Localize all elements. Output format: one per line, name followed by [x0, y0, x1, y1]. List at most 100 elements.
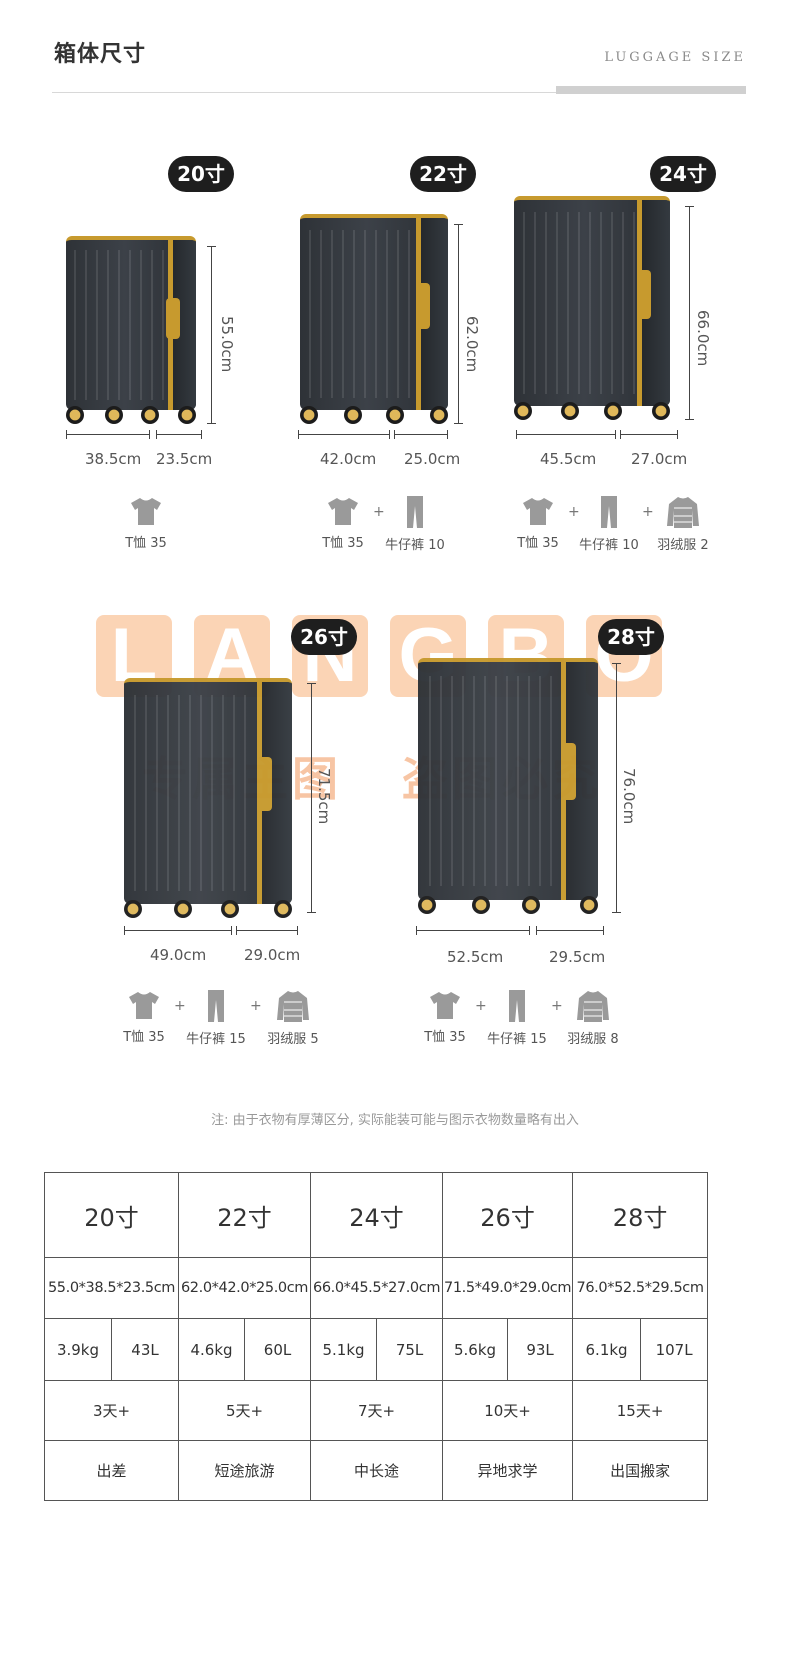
size-cell: 22寸 — [178, 1172, 312, 1258]
clothing-label: 羽绒服 5 — [267, 1032, 319, 1047]
tshirt-icon — [430, 992, 460, 1019]
plus-sign: + — [250, 998, 262, 1014]
volume-cell: 75L — [376, 1318, 444, 1381]
usage-cell: 异地求学 — [442, 1440, 574, 1501]
clothing-item-jeans-26: 牛仔裤 15 — [181, 990, 251, 1047]
volume-cell: 60L — [244, 1318, 312, 1381]
depth-dimension-20 — [156, 430, 202, 439]
clothing-item-tshirt-26: T恤 35 — [116, 990, 172, 1045]
depth-dimension-24 — [620, 430, 678, 439]
clothing-item-jeans-22: 牛仔裤 10 — [380, 496, 450, 553]
height-label-20: 55.0cm — [218, 316, 236, 373]
size-cell: 20寸 — [43, 1172, 180, 1258]
clothing-label: T恤 35 — [125, 536, 167, 551]
days-cell: 7天+ — [310, 1380, 444, 1441]
clothing-item-down-jacket-26: 羽绒服 5 — [260, 990, 326, 1047]
plus-sign: + — [174, 998, 186, 1014]
days-cell: 10天+ — [442, 1380, 574, 1441]
size-badge-26: 26寸 — [291, 619, 357, 655]
size-cell: 24寸 — [310, 1172, 444, 1258]
clothing-label: 牛仔裤 10 — [385, 538, 445, 553]
plus-sign: + — [642, 504, 654, 520]
days-cell: 3天+ — [43, 1380, 180, 1441]
height-dimension-28 — [612, 663, 621, 913]
volume-cell: 107L — [640, 1318, 709, 1381]
height-dimension-20 — [207, 246, 216, 424]
suitcase-image-28 — [418, 658, 598, 914]
volume-cell: 93L — [507, 1318, 574, 1381]
days-cell: 5天+ — [178, 1380, 312, 1441]
volume-cell: 43L — [110, 1318, 180, 1381]
days-cell: 15天+ — [572, 1380, 709, 1441]
tshirt-icon — [131, 498, 161, 525]
usage-cell: 出国搬家 — [572, 1440, 709, 1501]
size-badge-22: 22寸 — [410, 156, 476, 192]
width-label-24: 45.5cm — [540, 450, 597, 468]
clothing-label: T恤 35 — [424, 1030, 466, 1045]
size-badge-28: 28寸 — [598, 619, 664, 655]
width-label-26: 49.0cm — [150, 946, 207, 964]
jeans-icon — [407, 496, 423, 528]
plus-sign: + — [551, 998, 563, 1014]
depth-label-20: 23.5cm — [156, 450, 213, 468]
plus-sign: + — [568, 504, 580, 520]
clothing-label: T恤 35 — [123, 1030, 165, 1045]
table-row: 出差 短途旅游 中长途 异地求学 出国搬家 — [43, 1440, 709, 1501]
usage-cell: 出差 — [43, 1440, 180, 1501]
clothing-label: T恤 35 — [517, 536, 559, 551]
table-row: 55.0*38.5*23.5cm 62.0*42.0*25.0cm 66.0*4… — [43, 1257, 709, 1319]
plus-sign: + — [373, 504, 385, 520]
depth-label-24: 27.0cm — [631, 450, 688, 468]
height-label-24: 66.0cm — [694, 310, 712, 367]
usage-cell: 中长途 — [310, 1440, 444, 1501]
weight-cell: 4.6kg — [178, 1318, 246, 1381]
clothing-label: 牛仔裤 15 — [186, 1032, 246, 1047]
disclaimer-note: 注: 由于衣物有厚薄区分, 实际能装可能与图示衣物数量略有出入 — [211, 1113, 579, 1128]
width-dimension-26 — [124, 926, 232, 935]
suitcase-image-24 — [514, 196, 670, 420]
tshirt-icon — [328, 498, 358, 525]
jeans-icon — [601, 496, 617, 528]
weight-cell: 3.9kg — [44, 1318, 112, 1381]
size-cell: 28寸 — [572, 1172, 709, 1258]
clothing-item-down-jacket-24: 羽绒服 2 — [650, 496, 716, 553]
tshirt-icon — [129, 992, 159, 1019]
clothing-label: T恤 35 — [322, 536, 364, 551]
height-dimension-22 — [454, 224, 463, 424]
width-dimension-22 — [298, 430, 390, 439]
page-subtitle: LUGGAGE SIZE — [604, 50, 746, 65]
down-jacket-icon — [577, 991, 609, 1022]
header-divider — [52, 92, 746, 93]
depth-label-26: 29.0cm — [244, 946, 301, 964]
width-label-28: 52.5cm — [447, 948, 504, 966]
width-dimension-28 — [416, 926, 530, 935]
clothing-item-jeans-28: 牛仔裤 15 — [482, 990, 552, 1047]
tshirt-icon — [523, 498, 553, 525]
width-label-20: 38.5cm — [85, 450, 142, 468]
header-accent-bar — [556, 86, 746, 94]
depth-dimension-22 — [394, 430, 448, 439]
dimension-cell: 71.5*49.0*29.0cm — [442, 1257, 574, 1319]
down-jacket-icon — [667, 497, 699, 528]
size-badge-20: 20寸 — [168, 156, 234, 192]
weight-cell: 6.1kg — [572, 1318, 642, 1381]
depth-label-22: 25.0cm — [404, 450, 461, 468]
size-spec-table: 20寸 22寸 24寸 26寸 28寸 55.0*38.5*23.5cm 62.… — [43, 1172, 709, 1501]
clothing-label: 羽绒服 2 — [657, 538, 709, 553]
plus-sign: + — [475, 998, 487, 1014]
table-row: 20寸 22寸 24寸 26寸 28寸 — [43, 1172, 709, 1258]
clothing-item-down-jacket-28: 羽绒服 8 — [560, 990, 626, 1047]
height-label-26: 71.5cm — [315, 768, 333, 825]
down-jacket-icon — [277, 991, 309, 1022]
page-title: 箱体尺寸 — [54, 42, 147, 67]
clothing-label: 牛仔裤 10 — [579, 538, 639, 553]
width-dimension-24 — [516, 430, 616, 439]
jeans-icon — [208, 990, 224, 1022]
clothing-label: 牛仔裤 15 — [487, 1032, 547, 1047]
table-row: 3.9kg 43L 4.6kg 60L 5.1kg 75L 5.6kg 93L … — [44, 1318, 709, 1381]
weight-cell: 5.1kg — [310, 1318, 378, 1381]
table-row: 3天+ 5天+ 7天+ 10天+ 15天+ — [43, 1380, 709, 1441]
dimension-cell: 66.0*45.5*27.0cm — [310, 1257, 444, 1319]
height-label-28: 76.0cm — [620, 768, 638, 825]
suitcase-image-22 — [300, 214, 448, 424]
